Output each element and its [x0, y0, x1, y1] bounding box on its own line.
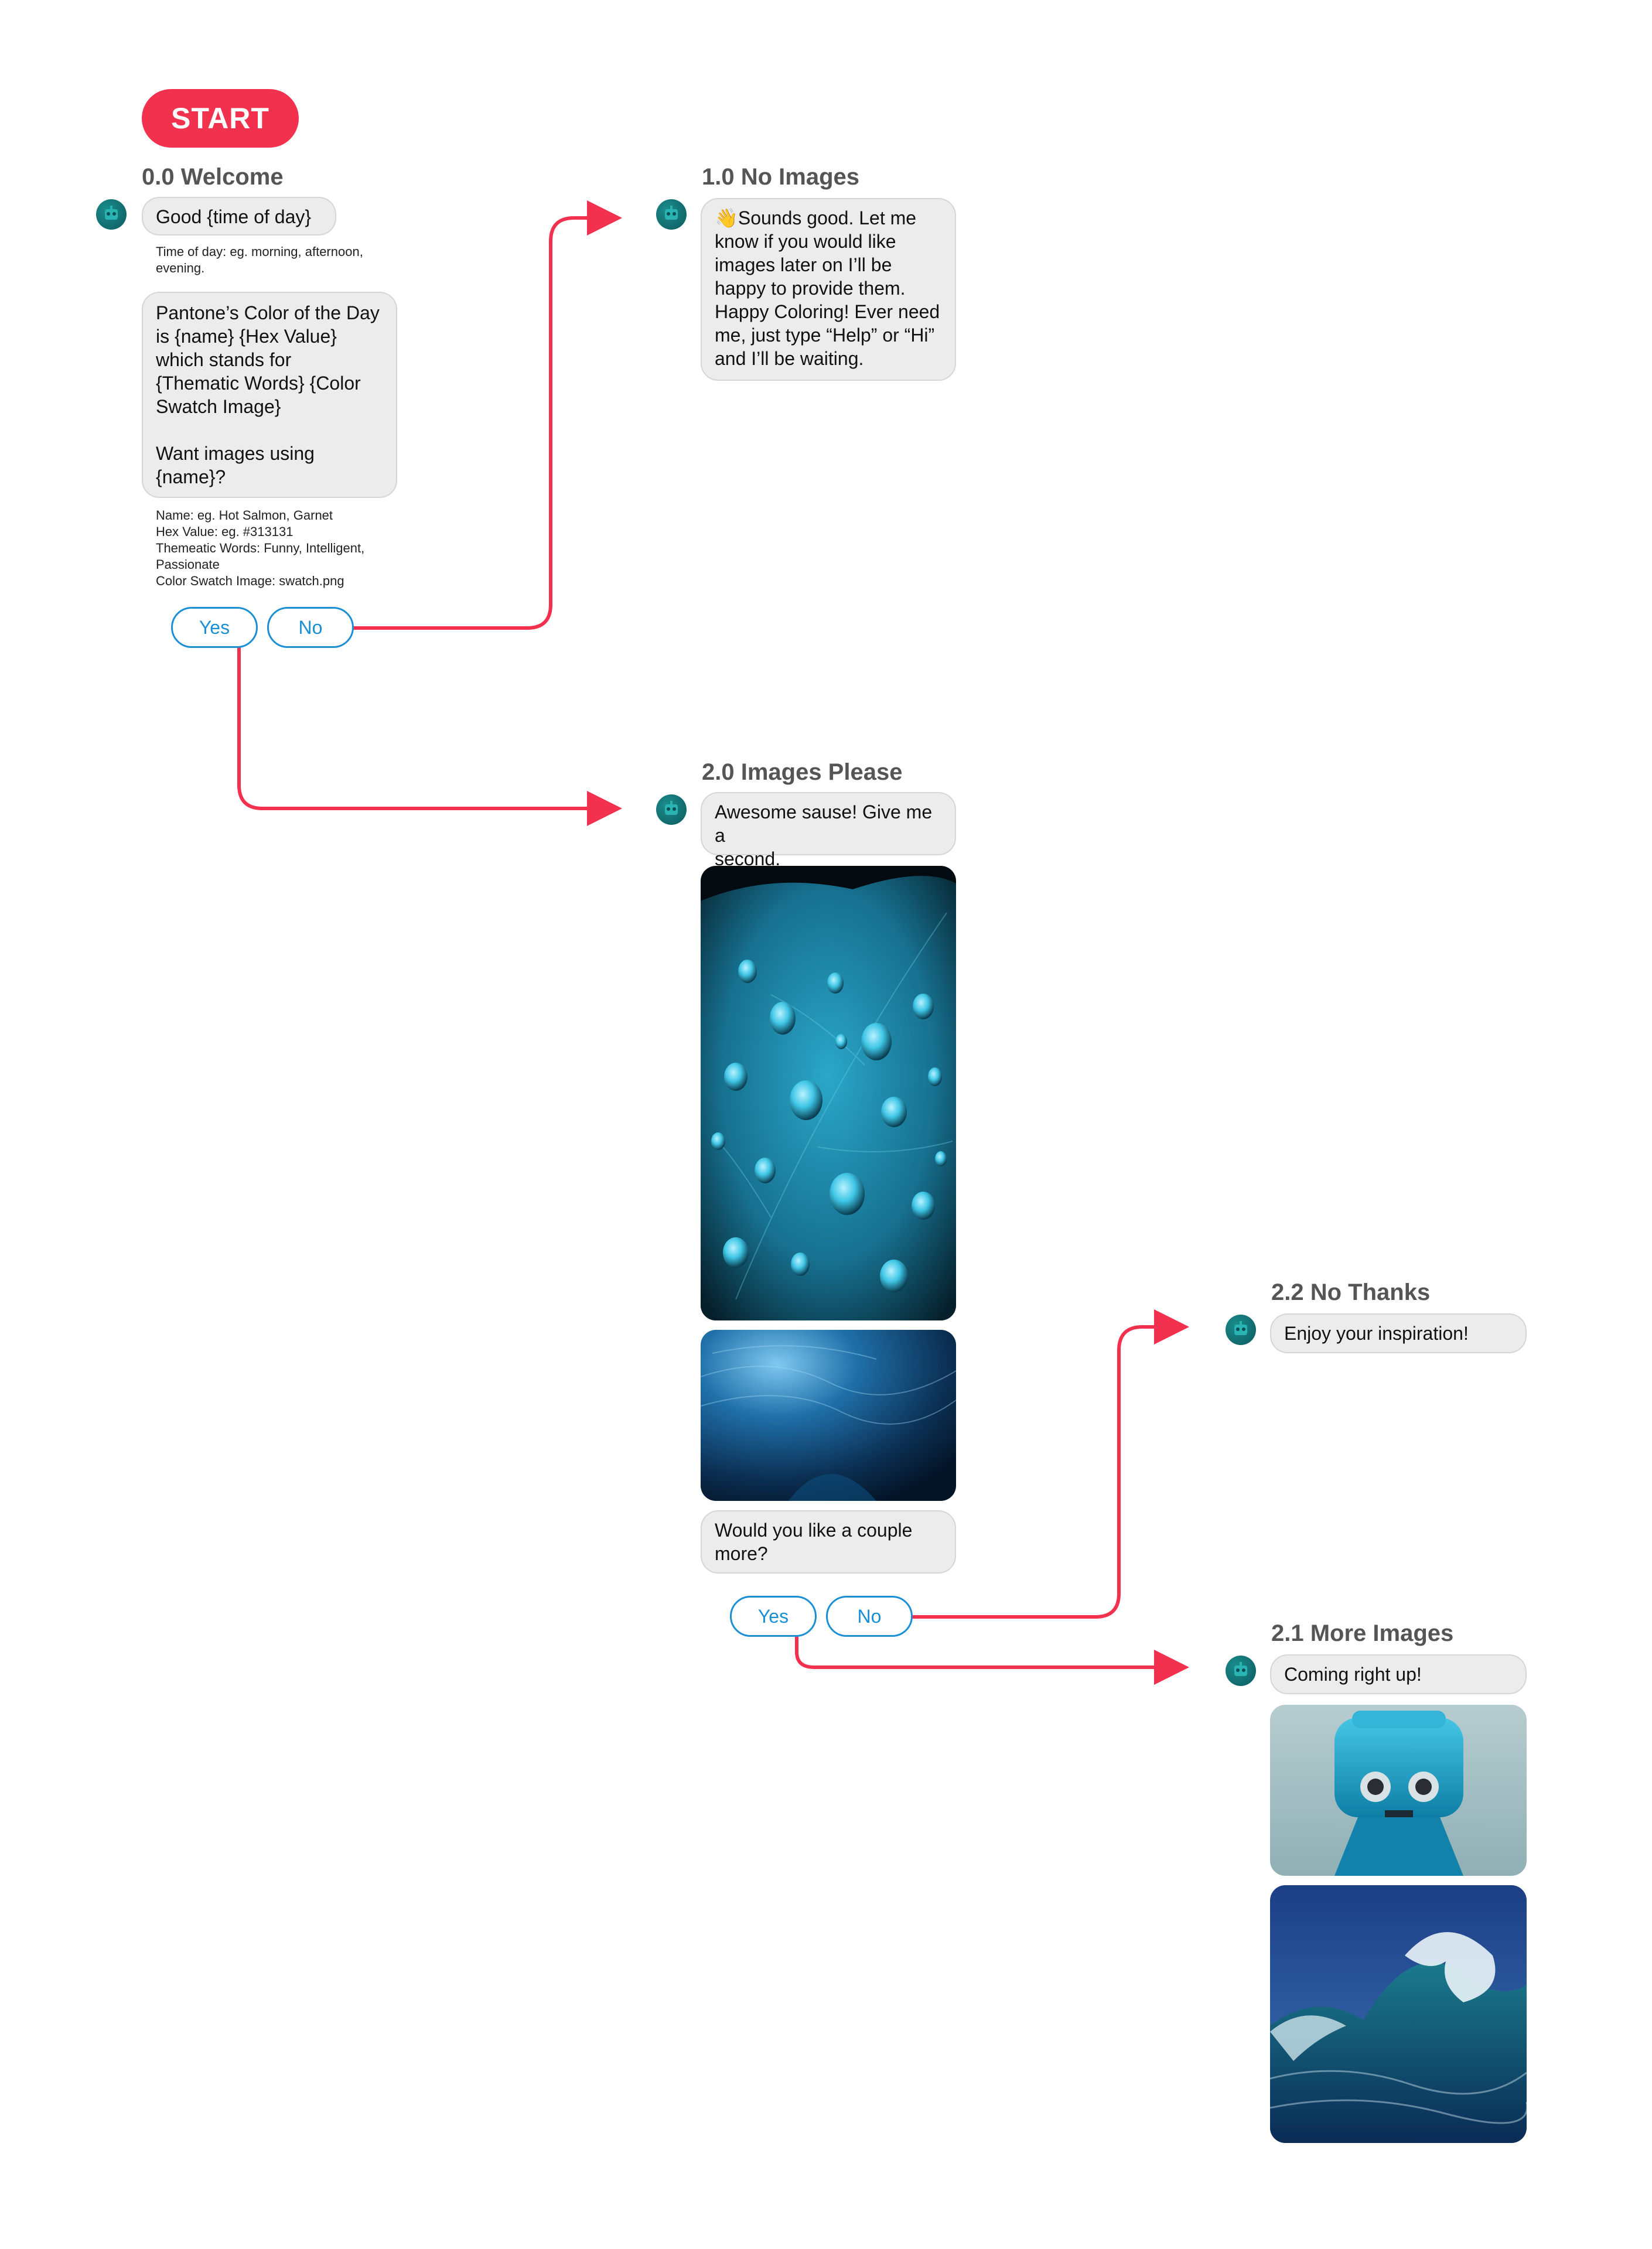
image-blue-binocular-viewer — [1270, 1705, 1527, 1876]
robot-icon — [1226, 1656, 1256, 1686]
quick-reply-yes[interactable]: Yes — [171, 607, 258, 648]
bot-message-greeting: Good {time of day} — [142, 197, 336, 236]
greeting-note: Time of day: eg. morning, afternoon, eve… — [156, 244, 363, 275]
node-heading-welcome: 0.0 Welcome — [142, 164, 284, 190]
bot-message-more-images: Coming right up! — [1270, 1654, 1527, 1694]
robot-icon — [656, 199, 687, 230]
node-heading-more-images: 2.1 More Images — [1271, 1620, 1454, 1646]
quick-reply-no[interactable]: No — [267, 607, 354, 648]
node-heading-no-images: 1.0 No Images — [702, 164, 860, 190]
quick-reply-no[interactable]: No — [826, 1596, 913, 1637]
node-heading-no-thanks: 2.2 No Thanks — [1271, 1279, 1431, 1305]
image-underwater-surface — [701, 1330, 956, 1501]
start-pill: START — [142, 89, 299, 148]
quick-reply-yes[interactable]: Yes — [730, 1596, 817, 1637]
robot-icon — [656, 794, 687, 825]
bot-message-no-thanks: Enjoy your inspiration! — [1270, 1313, 1527, 1353]
image-ocean-wave — [1270, 1885, 1527, 2143]
image-water-droplets-leaf — [701, 866, 956, 1320]
bot-message-no-images: 👋Sounds good. Let me know if you would l… — [701, 198, 956, 381]
bot-message-images-please: Awesome sause! Give me a second. — [701, 792, 956, 869]
connector-welcome-yes — [237, 628, 622, 826]
bot-message-more-prompt: Would you like a couple more? — [701, 1510, 956, 1574]
robot-icon — [1226, 1315, 1256, 1345]
robot-icon — [96, 199, 127, 230]
color-of-day-note: Name: eg. Hot Salmon, Garnet Hex Value: … — [156, 508, 365, 588]
node-heading-images-please: 2.0 Images Please — [702, 759, 903, 785]
bot-message-color-of-day: Pantone’s Color of the Day is {name} {He… — [142, 292, 397, 498]
